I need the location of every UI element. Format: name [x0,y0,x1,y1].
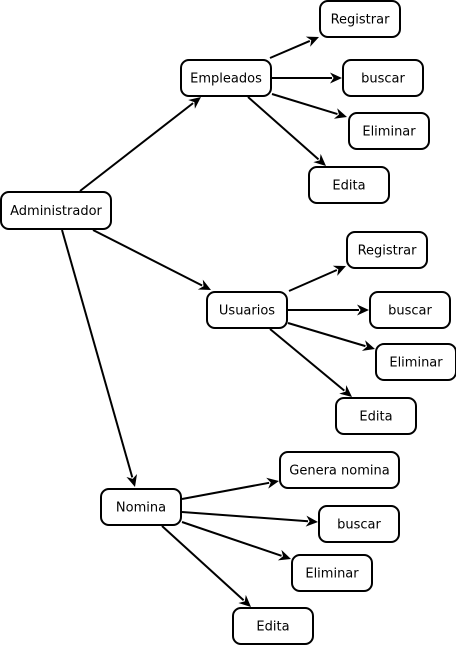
arrowhead-icon [266,477,279,489]
node-usu: Usuarios [206,291,288,329]
arrowhead-icon [277,549,291,561]
node-box [369,291,451,329]
node-box [319,0,401,38]
node-label: Edita [359,410,392,425]
node-usu_edi: Edita [335,397,417,435]
edge-nom-to-nom_eli [181,521,291,561]
edge-emp-to-emp_eli [271,93,347,119]
node-emp_edi: Edita [308,166,390,204]
node-box [206,291,288,329]
node-emp_reg: Registrar [319,0,401,38]
edge-line [287,322,366,348]
arrowhead-icon [357,304,369,316]
edge-admin-to-emp [79,97,201,192]
node-box [291,554,373,592]
edge-admin-to-nom [61,229,138,487]
edge-usu-to-usu_eli [287,322,375,351]
edge-line [161,525,245,602]
arrowhead-icon [197,279,211,290]
node-box [318,505,400,543]
edge-line [181,521,282,557]
edge-line [61,229,134,478]
edge-line [92,229,203,287]
node-label: Edita [256,620,289,635]
edge-line [269,328,345,392]
node-usu_bus: buscar [369,291,451,329]
node-nom_bus: buscar [318,505,400,543]
edge-nom-to-nom_bus [181,511,318,527]
edge-line [79,102,194,192]
node-admin: Administrador [0,191,112,230]
node-label: buscar [337,518,381,533]
edges-layer [61,36,375,607]
node-label: Registrar [331,13,390,28]
node-nom_edi: Edita [232,607,314,645]
edge-usu-to-usu_edi [269,328,352,397]
arrowhead-icon [313,153,326,166]
node-emp_bus: buscar [342,59,424,97]
node-box [375,343,456,381]
node-box [279,451,400,489]
node-nom: Nomina [100,488,182,526]
node-label: Nomina [116,501,166,516]
node-usu_reg: Registrar [346,231,428,269]
arrowhead-icon [305,36,319,47]
node-nom_gen: Genera nomina [279,451,400,489]
edge-usu-to-usu_reg [288,265,346,292]
node-box [180,59,272,97]
edge-admin-to-usu [92,229,211,290]
arrowhead-icon [126,473,138,487]
node-emp: Empleados [180,59,272,97]
node-box [348,112,430,150]
node-box [0,191,112,230]
node-nom_eli: Eliminar [291,554,373,592]
arrowhead-icon [332,265,346,276]
edge-line [271,93,338,116]
node-label: Eliminar [389,356,443,371]
edge-line [247,96,320,161]
arrowhead-icon [339,385,352,397]
node-label: Empleados [190,72,262,87]
node-label: Administrador [10,204,102,219]
node-box [232,607,314,645]
edge-line [269,40,311,59]
node-box [335,397,417,435]
edge-emp-to-emp_reg [269,36,319,59]
node-box [346,231,428,269]
edge-emp-to-emp_edi [247,96,326,166]
arrowhead-icon [188,97,201,109]
edge-usu-to-usu_bus [288,304,369,316]
node-emp_eli: Eliminar [348,112,430,150]
node-label: Genera nomina [289,464,389,479]
node-label: Registrar [358,244,417,259]
node-label: Eliminar [362,125,416,140]
node-label: buscar [388,304,432,319]
node-label: buscar [361,72,405,87]
edge-emp-to-emp_bus [272,72,342,84]
edge-nom-to-nom_gen [181,477,279,500]
edge-line [288,269,338,292]
node-label: Eliminar [305,567,359,582]
edge-nom-to-nom_edi [161,525,251,607]
arrowhead-icon [305,515,318,527]
arrowhead-icon [330,72,342,84]
arrowhead-icon [238,594,251,607]
node-label: Edita [332,179,365,194]
arrowhead-icon [333,108,347,119]
node-usu_eli: Eliminar [375,343,456,381]
node-box [342,59,424,97]
arrowhead-icon [361,340,375,351]
node-box [308,166,390,204]
edge-line [181,481,270,500]
node-label: Usuarios [219,304,275,319]
node-box [100,488,182,526]
edge-line [181,511,309,523]
